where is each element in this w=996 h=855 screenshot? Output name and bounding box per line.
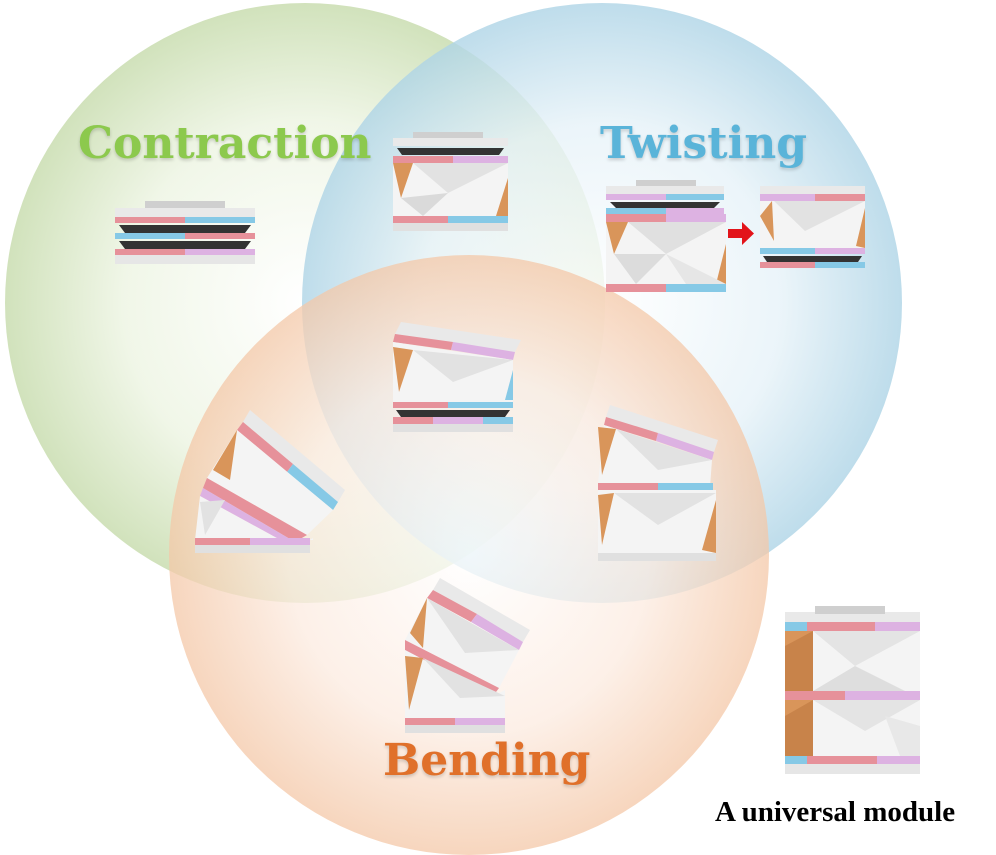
module-twisting-before	[606, 180, 726, 292]
label-bending: Bending	[383, 735, 591, 786]
label-universal-module: A universal module	[715, 796, 956, 828]
module-contracted	[115, 201, 255, 264]
module-bent	[405, 578, 530, 733]
module-twisting-after	[760, 186, 865, 268]
circle-bending	[169, 255, 769, 855]
label-contraction: Contraction	[78, 118, 372, 169]
transition-arrow-icon	[728, 222, 754, 245]
module-universal	[785, 606, 920, 774]
module-contracted-twisted	[393, 132, 508, 231]
module-contracted-bent	[195, 410, 345, 553]
module-all-three	[393, 322, 521, 432]
label-twisting: Twisting	[600, 118, 808, 169]
module-twisted-bent	[598, 405, 718, 561]
